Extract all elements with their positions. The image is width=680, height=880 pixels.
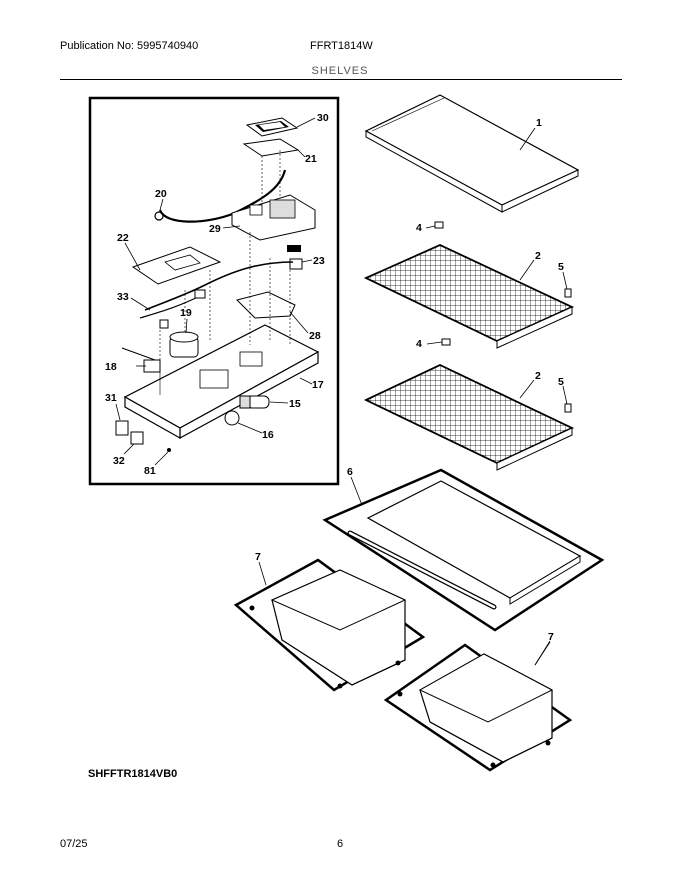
shelf-support-left-upper	[434, 221, 444, 229]
housing-tray-part	[123, 324, 320, 440]
callout-19: 19	[180, 307, 192, 319]
callout-1: 1	[536, 117, 542, 129]
page-number: 6	[337, 838, 344, 850]
control-part	[231, 194, 316, 241]
switch-part	[143, 359, 161, 373]
light-cover-part	[245, 117, 299, 137]
footer-date: 07/25	[60, 838, 88, 850]
callout-23: 23	[313, 255, 325, 267]
model-number: FFRT1814W	[310, 40, 373, 52]
thermostat-knob-part	[115, 420, 129, 436]
callout-20: 20	[155, 188, 167, 200]
callout-7-lower: 7	[548, 631, 554, 643]
callout-2-lower: 2	[535, 370, 541, 382]
wire-shelf-lower	[363, 364, 575, 471]
callout-32: 32	[113, 455, 125, 467]
damper-motor-part	[169, 331, 199, 358]
publication-number: Publication No: 5995740940	[60, 40, 199, 52]
callout-7-upper: 7	[255, 551, 261, 563]
callout-18: 18	[105, 361, 117, 373]
screw-part	[167, 448, 171, 452]
section-title: SHELVES	[311, 65, 369, 77]
baffle-part	[236, 291, 296, 319]
header-rule	[60, 79, 622, 80]
callout-22: 22	[117, 232, 129, 244]
callout-6: 6	[347, 466, 353, 478]
callout-29: 29	[209, 223, 221, 235]
callout-4-lower: 4	[416, 338, 422, 350]
callout-16: 16	[262, 429, 274, 441]
callout-28: 28	[309, 330, 321, 342]
harness-part	[144, 261, 294, 311]
callout-2-upper: 2	[535, 250, 541, 262]
callout-4-upper: 4	[416, 222, 422, 234]
connector-part	[287, 245, 301, 252]
callout-30: 30	[317, 112, 329, 124]
shelf-support-right-upper	[564, 288, 572, 298]
knob-part	[130, 431, 144, 445]
callout-31: 31	[105, 392, 117, 404]
callout-33: 33	[117, 291, 129, 303]
diagram-code: SHFFTR1814VB0	[88, 768, 178, 780]
crisper-cover-assembly	[322, 468, 605, 632]
callout-81: 81	[144, 465, 156, 477]
callout-17: 17	[312, 379, 324, 391]
callout-5-upper: 5	[558, 261, 564, 273]
callout-5-lower: 5	[558, 376, 564, 388]
lamp-socket-part	[239, 395, 270, 409]
control-housing-assembly	[88, 96, 340, 486]
shelf-support-left-lower	[441, 338, 451, 346]
crisper-pan-lower-assembly	[383, 643, 573, 772]
callout-15: 15	[289, 398, 301, 410]
wire-shelf-upper	[363, 244, 575, 349]
shelf-support-right-lower	[564, 403, 572, 413]
callout-21: 21	[305, 153, 317, 165]
socket-part	[242, 138, 300, 157]
glass-shelf-part	[364, 94, 580, 213]
crisper-pan-upper-assembly	[233, 558, 426, 692]
bulb-part	[224, 410, 240, 426]
